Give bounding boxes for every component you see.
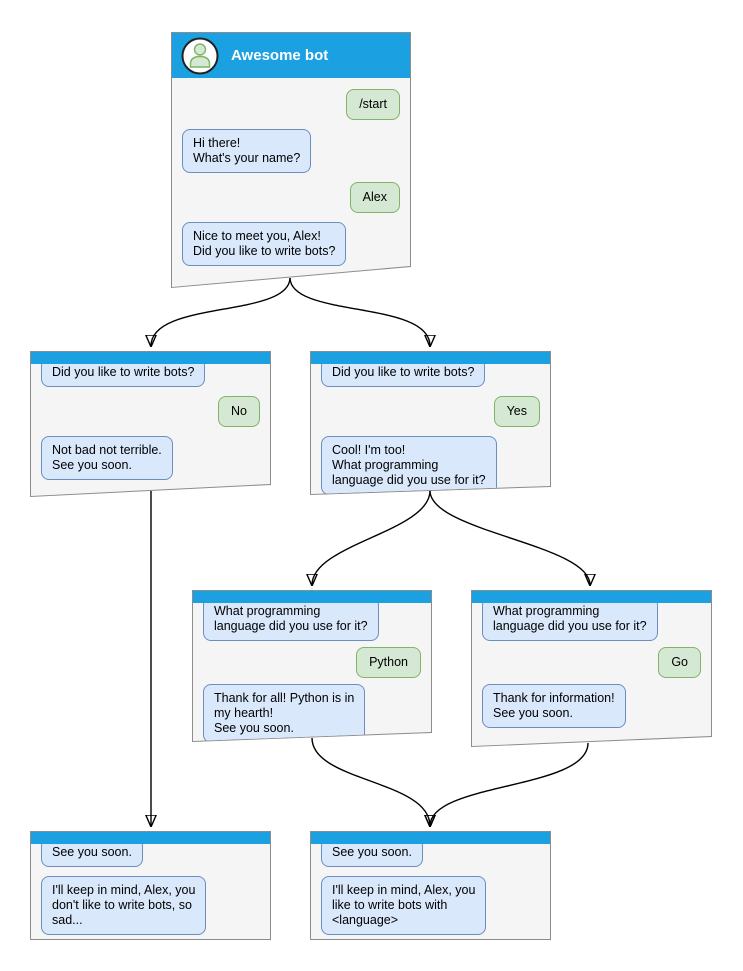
edge-root-to-yes — [289, 277, 430, 346]
chat-messages: Did you like to write bots? No Not bad n… — [31, 364, 270, 480]
bot-message-bubble: Thank for all! Python is in my hearth! S… — [203, 684, 365, 743]
user-message-bubble: Yes — [494, 396, 540, 427]
chat-window-end-positive: See you soon. I'll keep in mind, Alex, y… — [310, 831, 551, 940]
user-message-bubble: Alex — [350, 182, 400, 213]
window-titlebar: Awesome bot — [172, 33, 410, 78]
edge-yes-to-go — [429, 490, 590, 585]
window-body: See you soon. I'll keep in mind, Alex, y… — [311, 832, 550, 939]
chat-messages: See you soon. I'll keep in mind, Alex, y… — [31, 838, 270, 935]
chat-messages: /start Hi there! What's your name? Alex … — [172, 78, 410, 266]
chat-window-branch-yes: Did you like to write bots? Yes Cool! I'… — [310, 351, 551, 495]
chat-window-branch-python: What programming language did you use fo… — [192, 590, 432, 742]
user-message-bubble: /start — [346, 89, 400, 120]
window-header-bar — [311, 832, 550, 844]
edge-python-to-end — [311, 737, 430, 826]
window-header-bar — [31, 352, 270, 364]
window-title: Awesome bot — [231, 47, 329, 64]
user-message-bubble: Go — [658, 647, 701, 678]
window-header-bar — [472, 591, 711, 603]
bot-message-bubble: Hi there! What's your name? — [182, 129, 311, 173]
chat-messages: See you soon. I'll keep in mind, Alex, y… — [311, 838, 550, 935]
window-body: Awesome bot /start Hi there! What's your… — [172, 33, 410, 287]
chat-window-awesome-bot: Awesome bot /start Hi there! What's your… — [171, 32, 411, 288]
bot-message-bubble: Thank for information! See you soon. — [482, 684, 626, 728]
edge-go-to-end — [430, 742, 589, 826]
chat-messages: What programming language did you use fo… — [472, 603, 711, 728]
bot-message-bubble: I'll keep in mind, Alex, you don't like … — [41, 876, 207, 935]
window-header-bar — [193, 591, 431, 603]
user-message-bubble: Python — [356, 647, 421, 678]
bot-message-bubble: What programming language did you use fo… — [203, 597, 379, 641]
chat-messages: Did you like to write bots? Yes Cool! I'… — [311, 364, 550, 495]
bot-message-bubble: Not bad not terrible. See you soon. — [41, 436, 173, 480]
window-header-bar — [311, 352, 550, 364]
window-body: Did you like to write bots? No Not bad n… — [31, 352, 270, 496]
edge-yes-to-python — [312, 490, 431, 585]
bot-message-bubble: Cool! I'm too! What programming language… — [321, 436, 497, 495]
window-body: See you soon. I'll keep in mind, Alex, y… — [31, 832, 270, 939]
user-message-bubble: No — [218, 396, 260, 427]
chat-window-branch-go: What programming language did you use fo… — [471, 590, 712, 747]
bot-avatar-person-icon — [181, 37, 219, 75]
bot-message-bubble: What programming language did you use fo… — [482, 597, 658, 641]
bot-message-bubble: I'll keep in mind, Alex, you like to wri… — [321, 876, 487, 935]
chat-messages: What programming language did you use fo… — [193, 603, 431, 743]
window-body: What programming language did you use fo… — [472, 591, 711, 746]
edge-root-to-no — [151, 277, 291, 346]
bot-message-bubble: Nice to meet you, Alex! Did you like to … — [182, 222, 346, 266]
chat-window-branch-no: Did you like to write bots? No Not bad n… — [30, 351, 271, 497]
chat-window-end-negative: See you soon. I'll keep in mind, Alex, y… — [30, 831, 271, 940]
window-header-bar — [31, 832, 270, 844]
window-body: Did you like to write bots? Yes Cool! I'… — [311, 352, 550, 494]
window-body: What programming language did you use fo… — [193, 591, 431, 741]
